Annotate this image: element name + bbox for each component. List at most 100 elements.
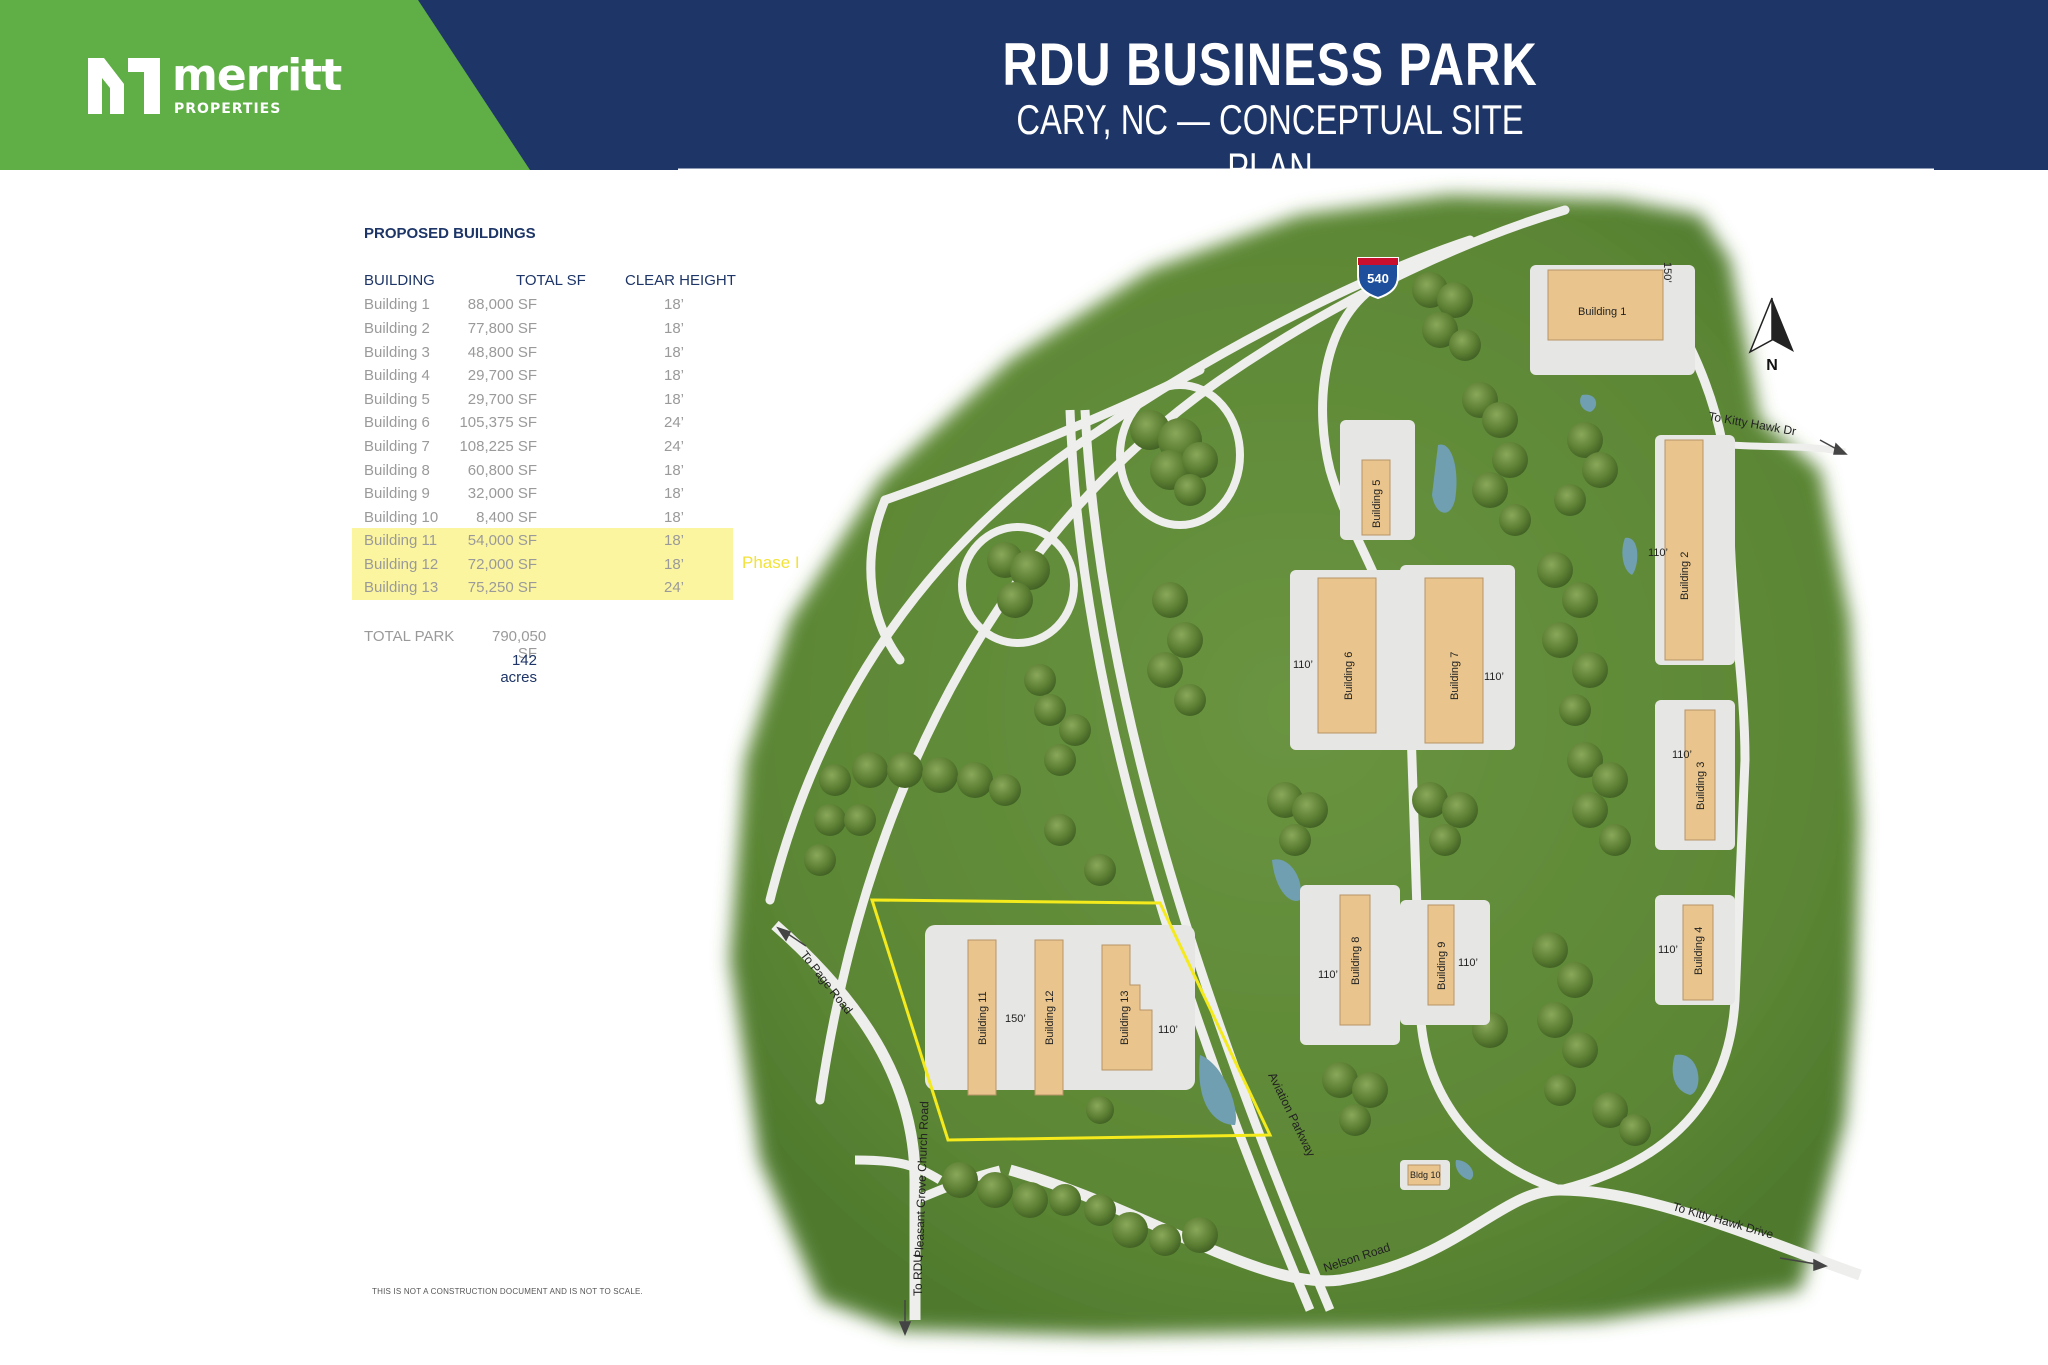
highway-loop: [958, 523, 1078, 647]
north-arrow-icon: N: [1748, 297, 1794, 374]
brand-sub: PROPERTIES: [174, 101, 282, 117]
pond: [1272, 859, 1301, 901]
building-2-label: Building 2: [1679, 552, 1691, 600]
table-cell: 88,000 SF: [467, 296, 537, 313]
table-cell: 48,800 SF: [467, 344, 537, 361]
dimension-label: 110’: [1484, 671, 1504, 683]
building-4-label: Building 4: [1693, 927, 1705, 975]
road-label-to-rdu: To RDU: [911, 1254, 925, 1296]
table-cell: 18’: [664, 344, 685, 361]
interstate-540-shield: 540: [1357, 257, 1399, 300]
pleasant-grove-church-road: [771, 920, 921, 1320]
table-cell: 108,225 SF: [459, 438, 537, 455]
buildings: [967, 269, 1716, 1186]
building-5-label: Building 5: [1371, 480, 1383, 528]
table-row: Building 5 29,700 SF 18’: [352, 391, 732, 414]
dimension-labels: 150’ 110’ 110’ 110’ 110’ 110’ 110’ 110’ …: [1005, 262, 1692, 1036]
table-cell: Building 7: [364, 438, 430, 455]
arrow-head: [898, 1321, 912, 1336]
building-6-label: Building 6: [1343, 652, 1355, 700]
building-5: [1361, 459, 1391, 536]
building-labels: Building 11 Building 12 Building 13 Buil…: [977, 306, 1707, 1180]
phase-label: Phase I: [742, 553, 800, 572]
building-11-label: Building 11: [977, 991, 989, 1045]
building-13-label: Building 13: [1119, 991, 1131, 1045]
table-row: Building 7 108,225 SF 24’: [352, 438, 732, 461]
table-cell: 77,800 SF: [467, 320, 537, 337]
pond: [1199, 1055, 1236, 1125]
table-cell: Building 5: [364, 391, 430, 408]
building-2: [1664, 439, 1704, 661]
shield-number: 540: [1367, 271, 1389, 286]
table-cell: 29,700 SF: [467, 391, 537, 408]
total-park-sf: 790,050 SF: [492, 628, 547, 662]
aviation-parkway-road: [1080, 409, 1335, 1312]
table-cell: 24’: [664, 438, 685, 455]
brand-name: merritt: [172, 50, 342, 101]
table-cell: Building 12: [364, 556, 439, 573]
table-cell: Building 11: [364, 532, 438, 549]
dimension-label: 110’: [1318, 969, 1338, 981]
site-plan-map: Building 11 Building 12 Building 13 Buil…: [730, 195, 1862, 1336]
column-header-clear-height: CLEAR HEIGHT: [625, 272, 736, 289]
table-cell: Building 13: [364, 579, 439, 596]
table-heading: PROPOSED BUILDINGS: [364, 225, 536, 242]
building-3-label: Building 3: [1695, 762, 1707, 810]
table-cell: Building 9: [364, 485, 430, 502]
building-11: [967, 939, 997, 1096]
retention-ponds: [1199, 394, 1699, 1180]
dimension-label: 110’: [1648, 547, 1668, 559]
arrow-head: [776, 926, 792, 942]
dimension-label: 150’: [1005, 1013, 1026, 1025]
table-cell: 24’: [664, 414, 685, 431]
direction-arrows: [776, 439, 1848, 1336]
table-cell: 72,000 SF: [467, 556, 537, 573]
road-label-pleasant-grove: Pleasant Grove Church Road: [912, 1101, 931, 1258]
disclaimer-note: THIS IS NOT A CONSTRUCTION DOCUMENT AND …: [372, 1287, 643, 1296]
dimension-label: 110’: [1458, 957, 1478, 969]
building-8-label: Building 8: [1350, 937, 1362, 985]
north-label: N: [1766, 357, 1778, 374]
dimension-label: 150’: [1661, 262, 1673, 283]
building-1: [1547, 269, 1664, 341]
table-cell: 18’: [664, 556, 685, 573]
total-park-label: TOTAL PARK: [364, 628, 455, 645]
internal-road-east: [1558, 307, 1750, 1195]
header-background: [0, 0, 2048, 172]
table-row: Building 1 88,000 SF 18’: [352, 296, 732, 319]
table-cell: 18’: [664, 391, 685, 408]
table-cell: Building 8: [364, 462, 430, 479]
table-cell: Building 10: [364, 509, 439, 526]
column-header-total-sf: TOTAL SF: [516, 272, 586, 289]
table-cell: Building 1: [364, 296, 430, 313]
table-cell: Building 2: [364, 320, 430, 337]
kitty-hawk-connector: [1729, 441, 1846, 456]
building-8: [1339, 894, 1371, 1026]
building-3: [1684, 709, 1716, 841]
table-cell: 105,375 SF: [459, 414, 537, 431]
table-cell: 18’: [664, 296, 685, 313]
table-cell: 75,250 SF: [467, 579, 537, 596]
building-9-label: Building 9: [1436, 942, 1448, 990]
table-cell: Building 4: [364, 367, 430, 384]
arrow-head: [1833, 442, 1848, 455]
building-1-label: Building 1: [1578, 306, 1626, 318]
column-header-building: BUILDING: [364, 272, 435, 289]
building-4: [1682, 904, 1714, 1001]
building-12: [1034, 939, 1064, 1096]
table-cell: 60,800 SF: [467, 462, 537, 479]
page-subtitle: CARY, NC — CONCEPTUAL SITE PLAN: [1016, 96, 1524, 191]
table-cell: 8,400 SF: [476, 509, 537, 526]
table-cell: 18’: [664, 532, 685, 549]
table-cell: 18’: [664, 485, 685, 502]
phase-one-outline: [869, 898, 1273, 1142]
pond: [1580, 394, 1597, 412]
header-banner: merritt PROPERTIES RDU BUSINESS PARK CAR…: [0, 0, 2048, 191]
pond: [1622, 537, 1638, 575]
pond: [1455, 1160, 1474, 1180]
